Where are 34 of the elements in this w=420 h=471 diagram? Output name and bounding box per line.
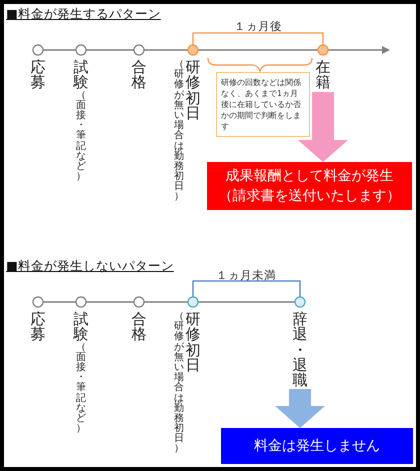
span-label: １ヵ月未満 bbox=[216, 268, 276, 283]
event-note: （研修が無い場合は勤務初日） bbox=[174, 312, 184, 455]
timeline-line bbox=[86, 301, 134, 303]
timeline-line bbox=[43, 301, 76, 303]
event-label: 応募 bbox=[30, 312, 46, 343]
section-heading: ■料金が発生するパターン bbox=[6, 6, 161, 23]
result-box bbox=[207, 162, 412, 210]
block-arrow bbox=[275, 389, 325, 428]
timeline-line bbox=[43, 49, 76, 51]
event-label: 研修初日 bbox=[186, 312, 200, 374]
block-arrow bbox=[298, 92, 348, 162]
event-label: 研修初日 bbox=[186, 60, 200, 122]
event-label: 合格 bbox=[132, 60, 146, 91]
result-text: （請求書を送付いたします） bbox=[218, 187, 400, 206]
result-text: 成果報酬として料金が発生 bbox=[226, 167, 394, 186]
event-label: 在籍 bbox=[316, 60, 330, 91]
section-heading: ■料金が発生しないパターン bbox=[6, 258, 174, 275]
timeline-line bbox=[198, 301, 295, 303]
note-box: 研修の回数などは関係なく、あくまで1ヵ月後に在籍しているか否かの期間で判断をします bbox=[216, 72, 310, 137]
event-label: 試験 bbox=[74, 60, 88, 91]
event-label: 合格 bbox=[132, 312, 146, 343]
timeline-arrow bbox=[328, 46, 390, 54]
result-box: 料金は発生しません bbox=[221, 428, 413, 464]
event-note: （研修が無い場合は勤務初日） bbox=[174, 60, 184, 203]
timeline-line bbox=[198, 49, 318, 51]
timeline-line bbox=[144, 49, 188, 51]
span-label: １ヵ月後 bbox=[234, 19, 282, 34]
timeline-line bbox=[86, 49, 134, 51]
event-label: 応募 bbox=[30, 60, 46, 91]
event-note: （面接・筆記など） bbox=[76, 342, 86, 434]
event-label: 試験 bbox=[74, 312, 88, 343]
event-note: （面接・筆記など） bbox=[76, 90, 86, 182]
event-label: 辞退・退職 bbox=[292, 312, 308, 388]
timeline-line bbox=[144, 301, 188, 303]
